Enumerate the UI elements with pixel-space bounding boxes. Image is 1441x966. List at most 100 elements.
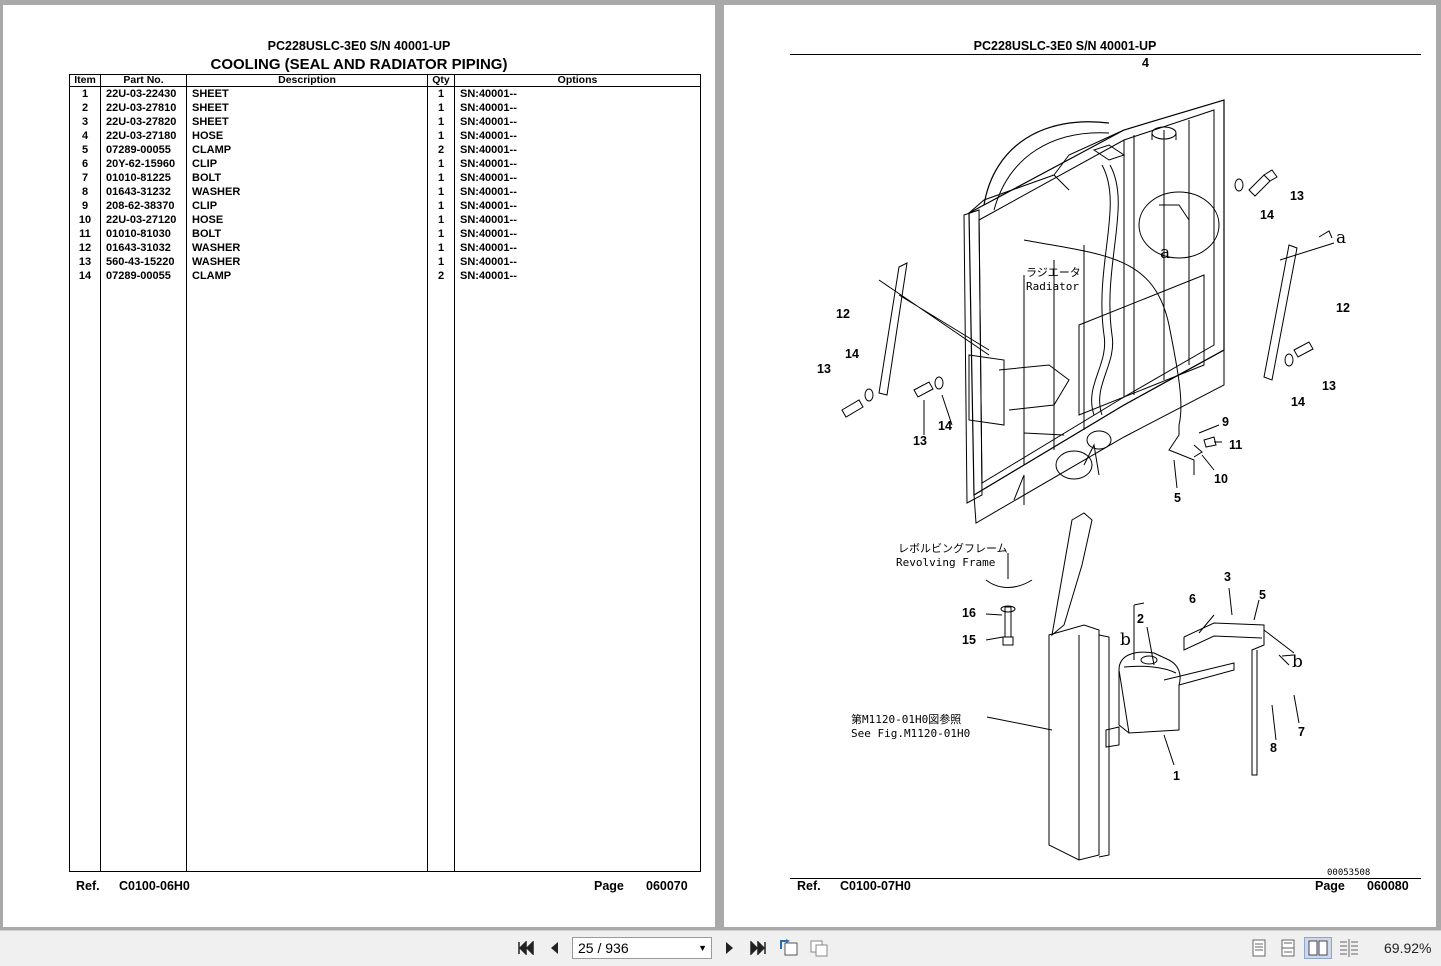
callout-8: 8 [1270,741,1277,755]
header-rule [790,54,1421,55]
description-cell: HOSE [186,129,428,143]
part-number-cell: 22U-03-27120 [100,213,187,227]
quantity-cell: 1 [427,129,455,143]
page-copy-button[interactable] [807,939,831,957]
last-page-icon [750,941,766,955]
page-rotate-icon [780,939,798,956]
description-cell: CLIP [186,199,428,213]
callout-12: 12 [836,307,850,321]
description-cell: BOLT [186,171,428,185]
previous-page-button[interactable] [544,939,564,957]
chevron-down-icon[interactable]: ▼ [698,943,707,953]
radiator-label-en: Radiator [1026,280,1079,293]
callout-14: 14 [1260,208,1274,222]
callout-14: 14 [1291,395,1305,409]
view-letter-a: a [1160,243,1170,263]
callout-10: 10 [1214,472,1228,486]
model-title: PC228USLC-3E0 S/N 40001-UP [973,39,1157,53]
pdf-viewer-toolbar: 25 / 936 ▼ 69.92% [0,930,1441,966]
options-cell: SN:40001-- [454,157,701,171]
options-cell: SN:40001-- [454,185,701,199]
see-figure-label-en: See Fig.M1120-01H0 [851,727,970,740]
callout-13: 13 [913,434,927,448]
options-cell: SN:40001-- [454,213,701,227]
continuous-facing-view-button[interactable] [1337,939,1361,957]
quantity-cell: 1 [427,171,455,185]
options-cell: SN:40001-- [454,269,701,283]
item-number-cell: 10 [69,213,101,227]
column-header-qty: Qty [427,74,455,87]
empty-cell [69,283,101,872]
options-cell: SN:40001-- [454,101,701,115]
options-cell: SN:40001-- [454,255,701,269]
bracket-6 [1133,602,1265,776]
continuous-view-button[interactable] [1277,939,1299,957]
page-indicator: 25 / 936 [578,940,629,956]
part-number-cell: 22U-03-27180 [100,129,187,143]
ref-value: C0100-07H0 [840,879,911,893]
item-number-cell: 4 [69,129,101,143]
empty-cell [100,283,187,872]
view-letter-b: b [1292,652,1303,672]
description-cell: WASHER [186,255,428,269]
ref-value: C0100-06H0 [119,879,190,893]
section-title: COOLING (SEAL AND RADIATOR PIPING) [210,56,508,73]
callout-13: 13 [817,362,831,376]
continuous-facing-icon [1340,939,1358,957]
facing-pages-view-button[interactable] [1304,937,1332,959]
description-cell: CLAMP [186,269,428,283]
empty-cell [454,283,701,872]
frame-label-jp: レボルビングフレーム [898,541,1008,555]
part-number-cell: 01010-81225 [100,171,187,185]
options-cell: SN:40001-- [454,129,701,143]
page-label: Page [594,879,624,893]
options-cell: SN:40001-- [454,171,701,185]
ref-label: Ref. [797,879,821,893]
item-number-cell: 7 [69,171,101,185]
next-page-button[interactable] [720,939,740,957]
first-page-icon [518,941,534,955]
quantity-cell: 1 [427,227,455,241]
quantity-cell: 1 [427,199,455,213]
empty-cell [186,283,428,872]
part-number-cell: 22U-03-27810 [100,101,187,115]
description-cell: SHEET [186,115,428,129]
quantity-cell: 1 [427,241,455,255]
item-number-cell: 1 [69,86,101,101]
callout-14: 14 [938,419,952,433]
frame-label-en: Revolving Frame [896,556,995,569]
description-cell: BOLT [186,227,428,241]
empty-cell [427,283,455,872]
item-number-cell: 6 [69,157,101,171]
rotate-page-button[interactable] [777,939,801,957]
radiator-label-jp: ラジエータ [1026,266,1081,279]
left-page: PC228USLC-3E0 S/N 40001-UP COOLING (SEAL… [3,5,715,927]
right-page: PC228USLC-3E0 S/N 40001-UP [724,5,1436,927]
quantity-cell: 1 [427,86,455,101]
quantity-cell: 1 [427,255,455,269]
description-cell: WASHER [186,185,428,199]
quantity-cell: 1 [427,115,455,129]
single-page-view-button[interactable] [1248,939,1270,957]
page-number-input[interactable]: 25 / 936 ▼ [572,937,712,959]
page-number: 060080 [1367,879,1409,893]
previous-page-icon [551,942,558,954]
description-cell: SHEET [186,101,428,115]
options-cell: SN:40001-- [454,241,701,255]
callout-11: 11 [1229,438,1242,452]
drawing-code: 00053508 [1327,868,1370,878]
last-page-button[interactable] [746,939,770,957]
callout-labels: 4 13 14 12 12 14 13 13 14 14 13 9 11 10 … [817,56,1370,878]
zoom-level[interactable]: 69.92% [1384,940,1432,956]
radiator-assembly [878,99,1298,524]
first-page-button[interactable] [514,939,538,957]
description-cell: WASHER [186,241,428,255]
